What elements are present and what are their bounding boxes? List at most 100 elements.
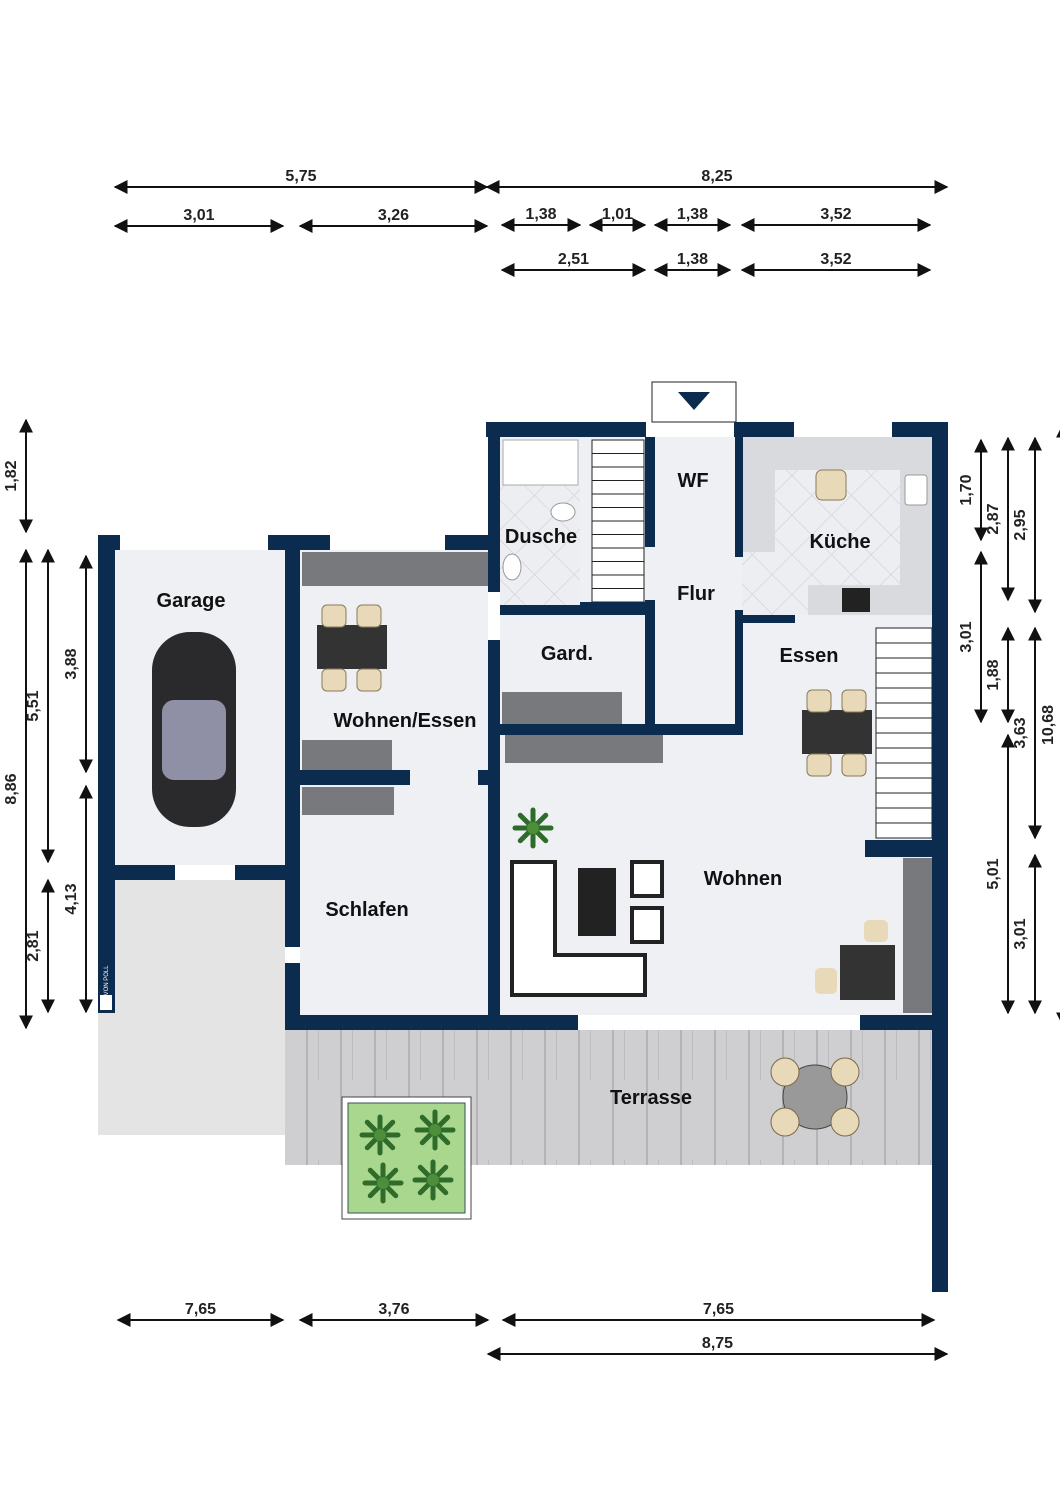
chair — [770, 1057, 800, 1087]
chair — [864, 920, 888, 942]
wall — [300, 535, 330, 550]
chair — [356, 604, 382, 628]
wall — [235, 865, 285, 880]
chair — [806, 689, 832, 713]
dimension-vertical: 3,63 — [1012, 626, 1042, 840]
car-icon — [152, 632, 236, 827]
chair — [321, 668, 347, 692]
wall — [445, 535, 500, 550]
shower-icon — [502, 439, 579, 486]
dimension-vertical: 2,81 — [25, 878, 55, 1014]
armchair — [630, 860, 664, 898]
plant-center — [527, 822, 539, 834]
dimension-label: 1,38 — [677, 251, 708, 268]
room-label-wf: WF — [677, 470, 708, 492]
dimension-label: 7,65 — [185, 1301, 216, 1318]
room-label-terrasse: Terrasse — [610, 1087, 692, 1109]
dimension-vertical: 1,70 — [958, 438, 988, 542]
dimension-horizontal: 7,65 — [501, 1301, 936, 1327]
dimension-horizontal: 1,01 — [588, 206, 647, 232]
plant-center — [429, 1124, 441, 1136]
dimension-label: 1,88 — [985, 659, 1002, 690]
dimension-label: 3,88 — [63, 648, 80, 679]
dimension-horizontal: 3,52 — [740, 251, 932, 277]
desk — [840, 945, 895, 1000]
terrace-table — [782, 1064, 848, 1130]
room-label-gard: Gard. — [541, 643, 593, 665]
chair — [356, 668, 382, 692]
dimension-label: 3,01 — [1012, 918, 1029, 949]
room-label-garage: Garage — [157, 590, 226, 612]
wall — [743, 615, 795, 623]
chair — [841, 689, 867, 713]
dimension-horizontal: 3,26 — [298, 207, 489, 233]
wall — [285, 963, 300, 1030]
room-label-kueche: Küche — [809, 531, 870, 553]
chair — [321, 604, 347, 628]
dimension-label: 7,65 — [703, 1301, 734, 1318]
sink-icon — [904, 474, 928, 506]
dimension-horizontal: 2,51 — [500, 251, 647, 277]
chair — [815, 469, 847, 501]
dimension-label: 5,51 — [25, 690, 42, 721]
room-label-schlafen: Schlafen — [325, 899, 408, 921]
room-label-dusche: Dusche — [505, 526, 577, 548]
plant-icon — [512, 807, 554, 849]
dimension-label: 10,68 — [1040, 705, 1057, 745]
wall — [735, 610, 743, 735]
wall — [735, 437, 743, 557]
dimension-horizontal: 1,38 — [653, 251, 732, 277]
wall — [488, 422, 500, 592]
dimension-vertical: 3,01 — [1012, 853, 1042, 1015]
plant-center — [377, 1177, 389, 1189]
dimension-label: 8,25 — [701, 168, 732, 185]
dimension-label: 1,82 — [3, 460, 20, 491]
dimension-vertical: 3,01 — [958, 550, 988, 724]
dimension-label: 3,01 — [183, 207, 214, 224]
plant-center — [374, 1129, 386, 1141]
armchair — [630, 906, 664, 944]
dimension-label: 3,63 — [1012, 717, 1029, 748]
dimension-label: 5,75 — [285, 168, 316, 185]
car-cabin — [162, 700, 226, 780]
wall — [865, 840, 932, 857]
cabinet — [302, 787, 394, 815]
dimension-label: 2,95 — [1012, 509, 1029, 540]
wall — [734, 422, 794, 437]
dimension-vertical: 10,68 — [1040, 423, 1060, 1027]
dining-table-icon — [317, 604, 387, 692]
sofa-icon — [510, 860, 647, 997]
stairs-icon — [875, 627, 933, 839]
dimension-horizontal: 8,25 — [485, 168, 949, 194]
wall — [98, 535, 115, 1013]
entrance-arrow-icon — [678, 392, 710, 410]
dimension-label: 3,01 — [958, 621, 975, 652]
plant-icon — [359, 1114, 401, 1156]
toilet-icon — [502, 553, 522, 581]
dimension-vertical: 8,86 — [3, 548, 33, 1030]
wall — [932, 422, 948, 1292]
room-label-wohnen: Wohnen — [704, 868, 783, 890]
wall — [300, 770, 410, 785]
chair — [830, 1057, 860, 1087]
table — [802, 710, 872, 754]
wall — [500, 724, 655, 735]
dimension-label: 4,13 — [63, 883, 80, 914]
table — [317, 625, 387, 669]
wall — [500, 605, 580, 615]
dimension-vertical: 2,95 — [1012, 436, 1042, 614]
dimension-label: 8,75 — [702, 1335, 733, 1352]
wall — [580, 602, 645, 615]
kitchen-counter — [742, 437, 932, 615]
plant-icon — [362, 1162, 404, 1204]
plant-center — [427, 1174, 439, 1186]
dining-table-icon — [802, 689, 872, 777]
dimension-label: 3,26 — [378, 207, 409, 224]
wall — [860, 1015, 948, 1030]
dimension-vertical: 3,88 — [63, 554, 93, 774]
dimension-label: 1,38 — [677, 206, 708, 223]
room-label-wohnen-essen: Wohnen/Essen — [334, 710, 477, 732]
dimension-vertical: 1,88 — [985, 626, 1015, 724]
chair — [815, 968, 837, 994]
